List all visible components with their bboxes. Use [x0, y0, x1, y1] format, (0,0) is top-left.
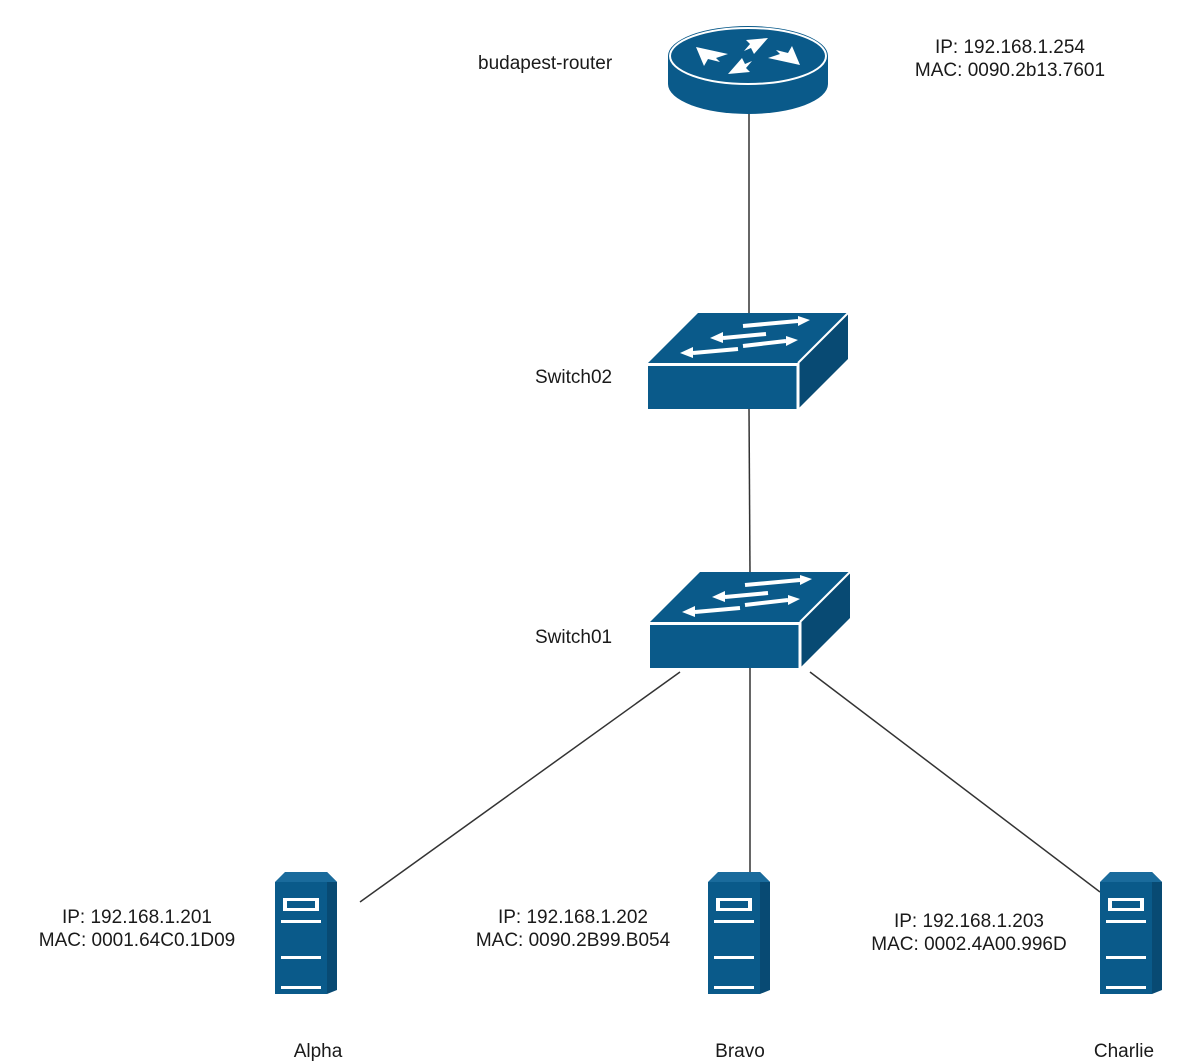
switch01-label: Switch01 [535, 626, 612, 649]
switch02-name: Switch02 [535, 367, 613, 388]
charlie-name-text: Charlie [1093, 1041, 1155, 1062]
bravo-ip: IP: 192.168.1.202 [497, 907, 648, 928]
charlie-info: IP: 192.168.1.203 MAC: 0002.4A00.996D [836, 910, 1102, 956]
router-info: IP: 192.168.1.254 MAC: 0090.2b13.7601 [880, 36, 1140, 82]
bravo-mac: MAC: 0090.2B99.B054 [475, 930, 671, 951]
switch02-label: Switch02 [535, 366, 612, 389]
router-ip: IP: 192.168.1.254 [934, 37, 1085, 58]
server-alpha-icon[interactable] [275, 872, 337, 994]
alpha-ip: IP: 192.168.1.201 [61, 907, 212, 928]
bravo-name: Bravo [680, 1040, 800, 1063]
link-switch01-charlie [809, 671, 1101, 893]
charlie-mac: MAC: 0002.4A00.996D [871, 934, 1067, 955]
router-name-text: budapest-router [478, 53, 613, 74]
router-icon[interactable] [668, 26, 828, 114]
router-name: budapest-router [478, 52, 612, 75]
server-bravo-icon[interactable] [708, 872, 770, 994]
charlie-ip: IP: 192.168.1.203 [893, 911, 1044, 932]
alpha-mac: MAC: 0001.64C0.1D09 [38, 930, 236, 951]
charlie-name: Charlie [1064, 1040, 1184, 1063]
switch02-icon[interactable] [646, 311, 850, 411]
links [359, 112, 1101, 903]
alpha-name: Alpha [258, 1040, 378, 1063]
link-switch01-alpha [359, 671, 681, 903]
server-charlie-icon[interactable] [1100, 872, 1162, 994]
bravo-info: IP: 192.168.1.202 MAC: 0090.2B99.B054 [440, 906, 706, 952]
alpha-name-text: Alpha [293, 1041, 343, 1062]
router-mac: MAC: 0090.2b13.7601 [914, 60, 1106, 81]
switch01-icon[interactable] [648, 570, 852, 670]
alpha-info: IP: 192.168.1.201 MAC: 0001.64C0.1D09 [2, 906, 272, 952]
link-switch02-switch01 [748, 407, 751, 575]
bravo-name-text: Bravo [715, 1041, 765, 1062]
switch01-name: Switch01 [535, 627, 613, 648]
